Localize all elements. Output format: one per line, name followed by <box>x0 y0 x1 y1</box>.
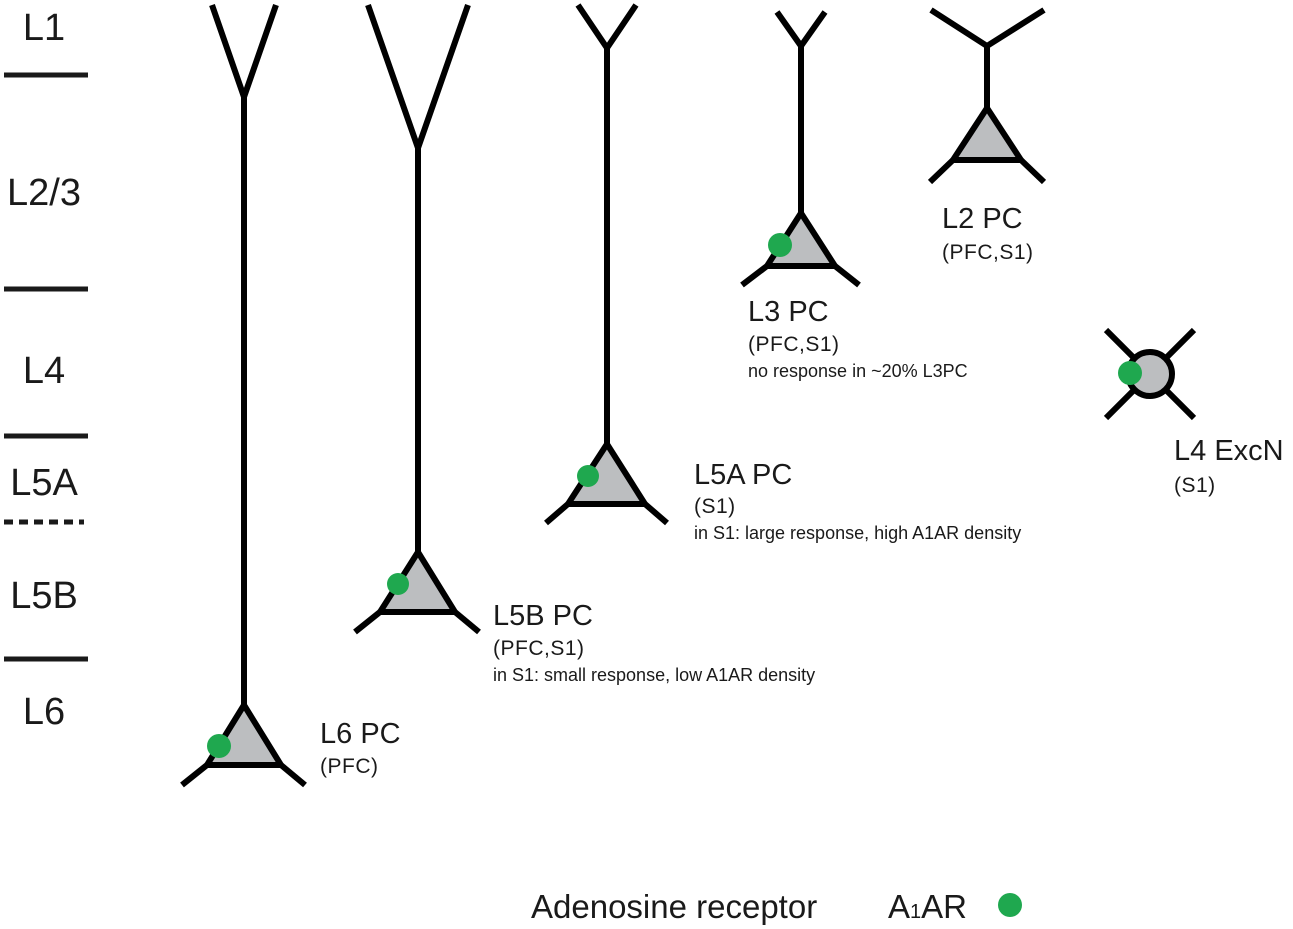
cell-name-l6: L6 PC <box>320 718 401 750</box>
a1ar-dot <box>1118 361 1142 385</box>
layer-axis: L1 L2/3 L4 L5A L5B L6 <box>4 7 88 733</box>
basal-dendrite-left <box>353 609 382 635</box>
cell-name-l5b: L5B PC <box>493 600 593 632</box>
basal-dendrite-left <box>740 263 769 288</box>
cell-name-l5a: L5A PC <box>694 459 792 491</box>
cell-region-l6: (PFC) <box>320 755 379 778</box>
cell-note-l5b: in S1: small response, low A1AR density <box>493 665 815 685</box>
cell-name-l3: L3 PC <box>748 296 829 328</box>
basal-dendrite-right <box>833 263 861 288</box>
cell-note-l3: no response in ~20% L3PC <box>748 361 968 381</box>
a1ar-dot <box>768 233 792 257</box>
a1ar-dot <box>387 573 409 595</box>
layer-label-l1: L1 <box>23 7 65 49</box>
cell-region-l3: (PFC,S1) <box>748 333 840 356</box>
layer-label-l5b: L5B <box>10 575 78 617</box>
basal-dendrite-left <box>544 501 570 526</box>
dendrite-lower-right <box>1161 385 1197 421</box>
basal-dendrite-right <box>279 762 307 788</box>
layer-label-l4: L4 <box>23 350 65 392</box>
legend-title: Adenosine receptor <box>531 888 817 925</box>
legend-label: A1AR <box>888 888 967 925</box>
cell-region-l2: (PFC,S1) <box>942 241 1034 264</box>
legend-label-a: A <box>888 888 910 925</box>
neuron-l5b-pc <box>353 4 481 635</box>
basal-dendrite-right <box>643 501 669 526</box>
layer-label-l23: L2/3 <box>7 172 81 214</box>
a1ar-dot <box>577 465 599 487</box>
legend-label-subscript: 1 <box>910 901 921 923</box>
soma <box>947 102 1027 163</box>
neuron-l6-pc <box>180 4 307 788</box>
basal-dendrite-left <box>180 762 209 788</box>
dendrite-tuft <box>929 7 1046 50</box>
cell-name-l4: L4 ExcN <box>1174 435 1284 467</box>
basal-dendrite-right <box>453 609 481 635</box>
dendrite-tuft <box>575 3 639 54</box>
dendrite-upper-left <box>1103 327 1139 363</box>
cell-region-l5b: (PFC,S1) <box>493 637 585 660</box>
basal-dendrite-left <box>927 157 956 185</box>
dendrite-lower-left <box>1103 385 1139 421</box>
basal-dendrite-right <box>1018 157 1047 185</box>
legend-label-b: AR <box>921 888 967 925</box>
neuron-l4-excn <box>1103 327 1197 421</box>
cell-note-l5a: in S1: large response, high A1AR density <box>694 523 1021 543</box>
cell-region-l4: (S1) <box>1174 474 1216 497</box>
neuron-l2-pc <box>927 7 1047 185</box>
dendrite-upper-right <box>1161 327 1197 363</box>
cell-name-l2: L2 PC <box>942 203 1023 235</box>
dendrite-tuft <box>209 4 279 107</box>
layer-label-l5a: L5A <box>10 462 78 504</box>
neuron-l5a-pc <box>544 3 669 526</box>
legend-a1ar-dot <box>998 893 1022 917</box>
a1ar-dot <box>207 734 231 758</box>
legend: Adenosine receptor A1AR <box>531 888 1022 925</box>
cell-region-l5a: (S1) <box>694 495 736 518</box>
layer-label-l6: L6 <box>23 691 65 733</box>
dendrite-tuft <box>774 10 828 52</box>
neuron-l3-pc <box>740 10 861 288</box>
dendrite-tuft <box>365 4 471 158</box>
